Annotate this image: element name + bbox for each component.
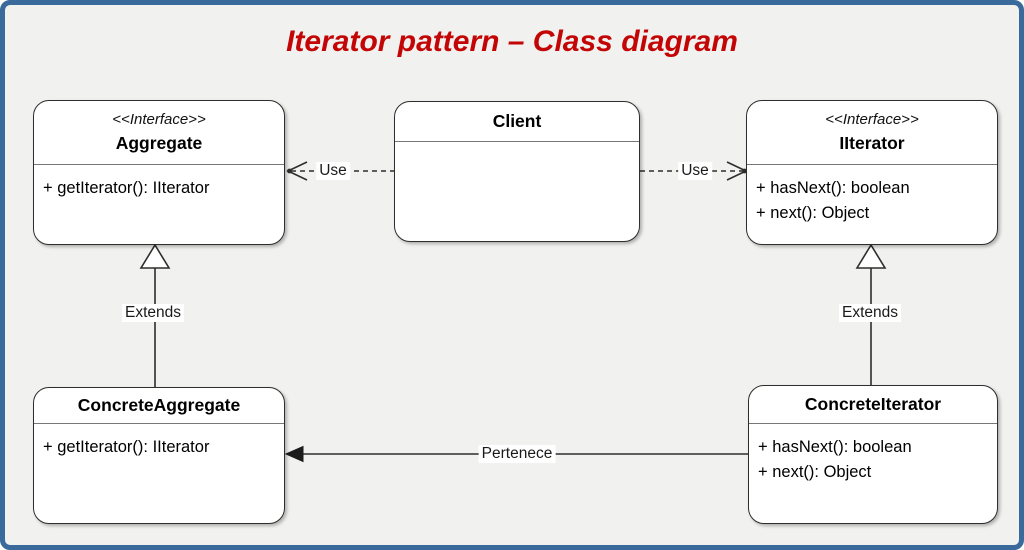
class-box-concrete-aggregate: ConcreteAggregate + getIterator(): IIter…: [33, 387, 285, 524]
use-right-arrowhead-icon: [726, 161, 748, 181]
method-getiterator: + getIterator(): IIterator: [43, 179, 210, 197]
class-header-concrete-iterator: ConcreteIterator: [749, 386, 997, 424]
pertenece-arrowhead-icon: [284, 445, 304, 463]
class-box-aggregate: <<Interface>> Aggregate + getIterator():…: [33, 100, 285, 245]
class-body-concrete-aggregate: + getIterator(): IIterator: [34, 424, 284, 460]
extends-right-label: Extends: [838, 304, 902, 322]
class-name-concrete-iterator: ConcreteIterator: [804, 394, 942, 414]
use-left-arrow-dot: [287, 168, 292, 174]
class-name-client: Client: [492, 111, 542, 131]
class-header-iiterator: <<Interface>> IIterator: [747, 101, 997, 165]
extends-left-label: Extends: [121, 304, 185, 322]
class-header-client: Client: [395, 102, 639, 142]
class-body-client: [395, 142, 639, 153]
method-hasnext: + hasNext(): boolean: [758, 438, 912, 456]
class-body-aggregate: + getIterator(): IIterator: [34, 165, 284, 201]
use-left-label: Use: [316, 162, 350, 180]
class-box-concrete-iterator: ConcreteIterator + hasNext(): boolean + …: [748, 385, 998, 524]
stereotype-label: <<Interface>>: [112, 111, 206, 128]
method-hasnext: + hasNext(): boolean: [756, 179, 910, 197]
pertenece-label: Pertenece: [478, 445, 556, 463]
method-next: + next(): Object: [758, 462, 872, 481]
use-right-label: Use: [678, 162, 712, 180]
use-left-arrowhead-icon: [286, 161, 308, 181]
class-name-concrete-aggregate: ConcreteAggregate: [77, 395, 241, 415]
extends-right-triangle-icon: [855, 243, 887, 269]
class-header-concrete-aggregate: ConcreteAggregate: [34, 388, 284, 424]
stereotype-label: <<Interface>>: [825, 111, 919, 128]
extends-left-triangle-icon: [139, 243, 171, 269]
class-box-iiterator: <<Interface>> IIterator + hasNext(): boo…: [746, 100, 998, 245]
class-header-aggregate: <<Interface>> Aggregate: [34, 101, 284, 165]
diagram-title: Iterator pattern – Class diagram: [286, 25, 738, 58]
class-body-iiterator: + hasNext(): boolean + next(): Object: [747, 165, 997, 225]
class-box-client: Client: [394, 101, 640, 242]
method-getiterator: + getIterator(): IIterator: [43, 438, 210, 456]
class-name-aggregate: Aggregate: [115, 133, 203, 153]
class-name-iiterator: IIterator: [839, 133, 905, 153]
method-next: + next(): Object: [756, 203, 870, 222]
class-body-concrete-iterator: + hasNext(): boolean + next(): Object: [749, 424, 997, 484]
